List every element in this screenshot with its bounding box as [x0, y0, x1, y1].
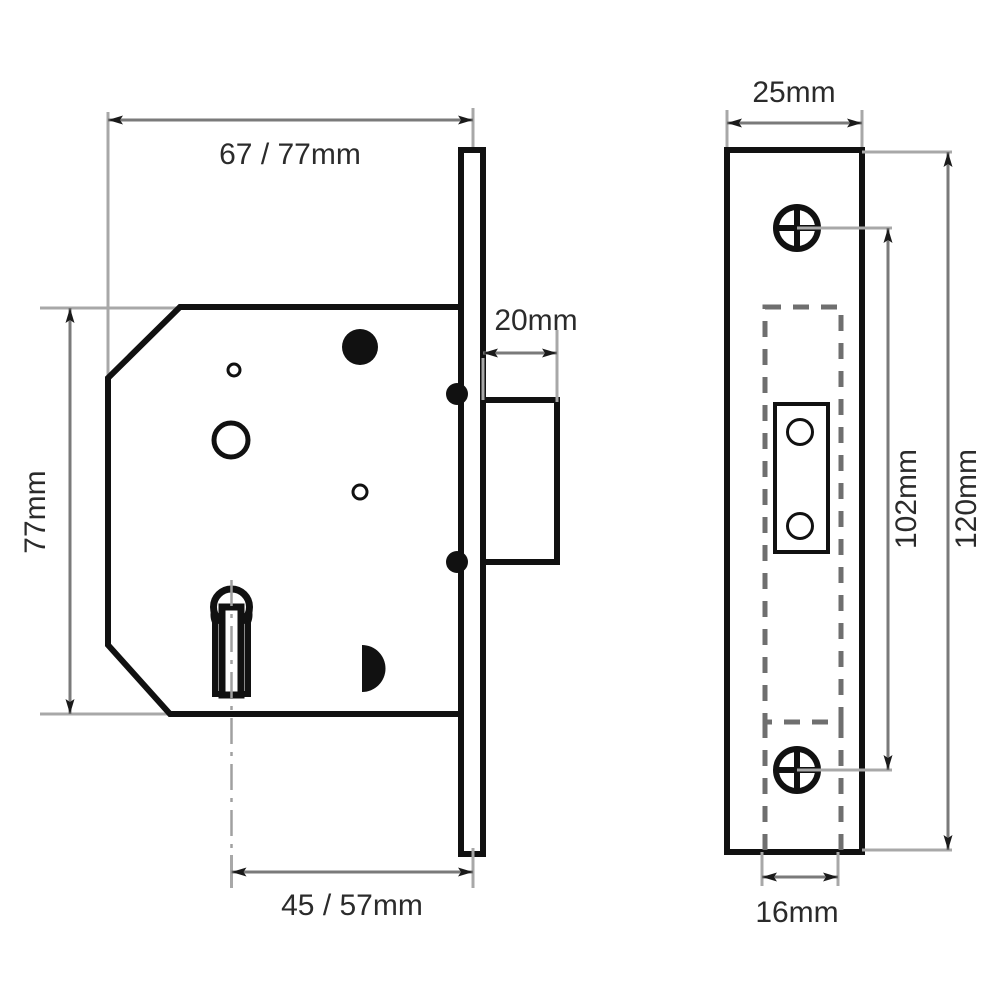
dimension-backset: 45 / 57mm: [230, 848, 475, 922]
forend-faceplate: [458, 147, 486, 857]
half-moon-feature: [362, 645, 386, 692]
bolt-aperture: [773, 402, 830, 554]
dimension-strike-width-label: 16mm: [755, 896, 838, 929]
dimension-case-height-label: 77mm: [19, 470, 52, 553]
dimension-fixing-centres: 102mm: [883, 228, 923, 770]
deadbolt: [480, 397, 560, 565]
rivet-hole-lower: [351, 483, 369, 501]
bolt-stub-lower: [446, 551, 468, 573]
aperture-hole-lower: [786, 512, 814, 540]
extension-lines-case-height: [40, 306, 185, 716]
dimension-case-depth-label: 67 / 77mm: [219, 138, 361, 171]
dimension-forend-length-label: 120mm: [950, 449, 983, 549]
dimension-forend-width-label: 25mm: [752, 76, 835, 109]
pivot-hole-filled: [342, 329, 378, 365]
dimension-fixing-centres-label: 102mm: [890, 449, 923, 549]
face-elevation-view: 25mm: [724, 76, 983, 929]
lock-case-body: [105, 304, 464, 717]
follower-hole: [211, 420, 251, 460]
side-elevation-view: 67 / 77mm 77mm: [19, 108, 578, 922]
dimension-strike-width: 16mm: [755, 852, 840, 929]
rivet-hole-upper: [226, 362, 242, 378]
bolt-stub-upper: [446, 383, 468, 405]
dimension-case-depth: 67 / 77mm: [108, 115, 473, 171]
aperture-hole-upper: [786, 418, 814, 446]
dimension-forend-length: 120mm: [943, 152, 983, 850]
dimension-forend-width: 25mm: [725, 76, 864, 152]
dimension-case-height: 77mm: [19, 308, 75, 714]
hidden-case-outline: [762, 304, 844, 725]
dimension-backset-label: 45 / 57mm: [281, 889, 423, 922]
dimension-bolt-throw-label: 20mm: [494, 304, 577, 337]
dimension-bolt-throw: 20mm: [481, 304, 578, 402]
